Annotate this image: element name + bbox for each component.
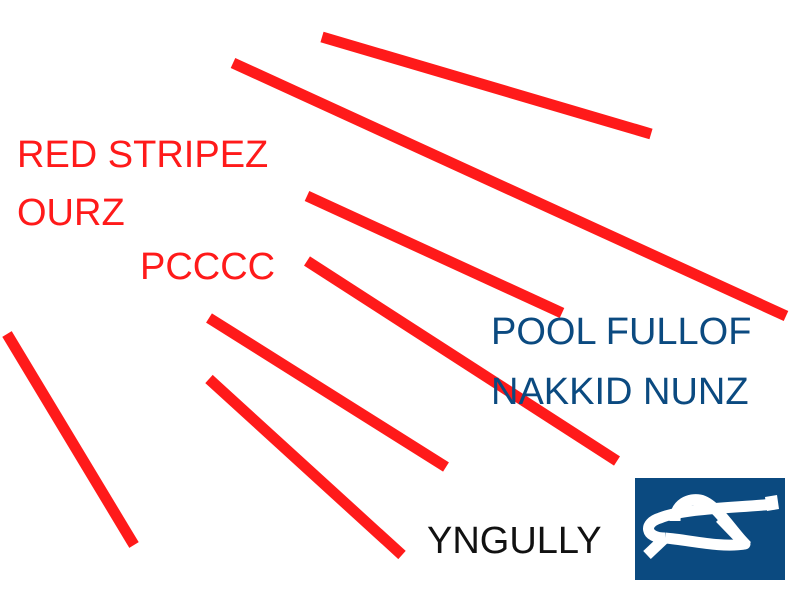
red-stripe: [304, 256, 620, 466]
yngully-text: YNGULLY: [427, 520, 602, 562]
nakkid-nunz-text: NAKKID NUNZ: [491, 371, 749, 413]
knot-icon: [635, 478, 785, 580]
red-stripe: [230, 57, 789, 322]
pool-fullof-text: POOL FULLOF: [491, 311, 752, 353]
ourz-text: OURZ: [17, 192, 125, 234]
pcccc-text: PCCCC: [140, 246, 276, 288]
red-stripe: [205, 374, 406, 560]
red-stripez-text: RED STRIPEZ: [17, 134, 269, 176]
red-stripe: [206, 313, 449, 472]
red-stripe: [320, 31, 653, 140]
red-stripe: [304, 191, 565, 318]
red-stripe: [2, 331, 139, 548]
